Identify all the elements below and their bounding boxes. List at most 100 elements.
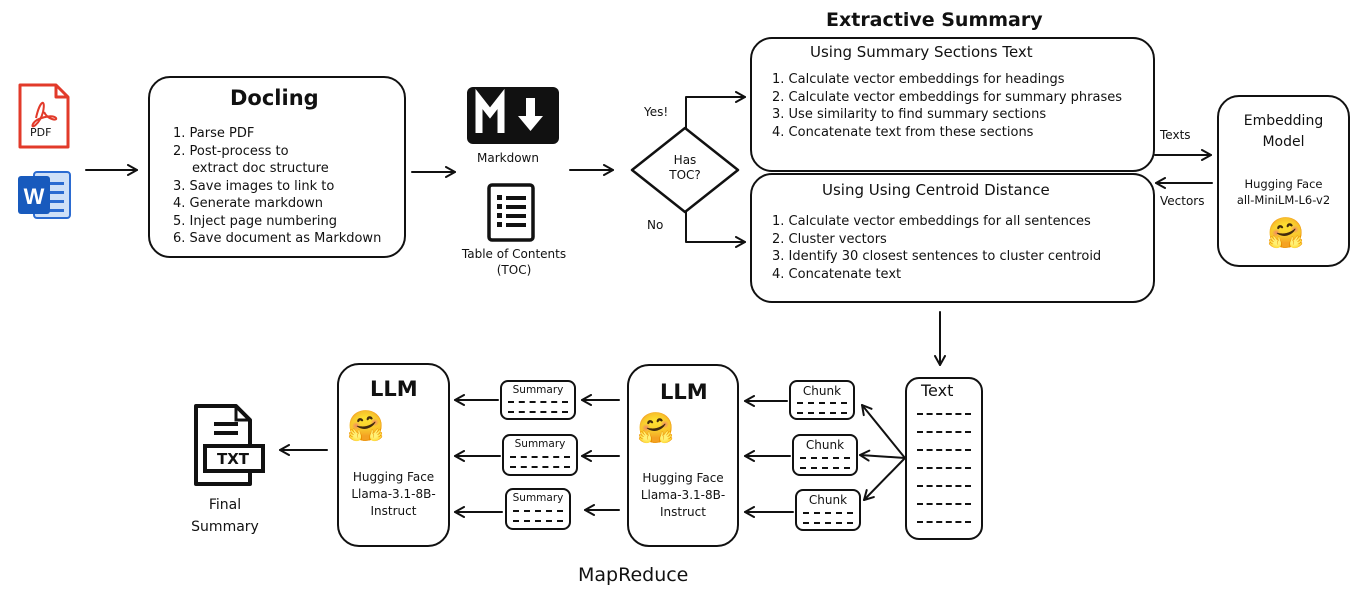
llm-model-info: Hugging Face Llama-3.1-8B- Instruct: [629, 470, 737, 521]
chunk-line: [803, 512, 853, 514]
pdf-label: PDF: [30, 126, 52, 139]
docling-title: Docling: [230, 86, 319, 110]
step: 2. Cluster vectors: [772, 231, 887, 247]
text-line: [917, 431, 971, 433]
summary-label: Summary: [514, 438, 566, 450]
summary-box: Summary: [500, 380, 576, 420]
docling-step: 5. Inject page numbering: [173, 213, 338, 229]
docling-step: 6. Save document as Markdown: [173, 231, 382, 246]
llm-title: LLM: [370, 377, 418, 401]
embedding-title-line: Embedding: [1243, 113, 1324, 129]
extractive-summary-title: Extractive Summary: [826, 9, 1043, 31]
step: 1. Calculate vector embeddings for headi…: [772, 72, 1065, 87]
summary-sections-title: Using Summary Sections Text: [810, 43, 1033, 61]
llm-model-line: Llama-3.1-8B-: [351, 487, 436, 501]
step: 4. Concatenate text: [772, 266, 902, 282]
txt-file-icon: [194, 404, 265, 486]
llm-provider: Hugging Face: [352, 470, 435, 484]
txt-file-label: TXT: [217, 450, 250, 468]
summary-label: Summary: [512, 384, 564, 396]
summary-box: Summary: [502, 434, 578, 476]
chunk-line: [797, 402, 847, 404]
markdown-label: Markdown: [477, 151, 539, 165]
decision-line: TOC?: [669, 168, 701, 182]
vectors-label: Vectors: [1160, 194, 1205, 208]
toc-label-line: (TOC): [496, 263, 532, 277]
arrow-text-to-chunk-1: [861, 404, 906, 459]
markdown-logo-icon: [467, 87, 559, 144]
summary-sections-box: Using Summary Sections Text 1. Calculate…: [750, 37, 1155, 172]
mapreduce-label: MapReduce: [578, 564, 689, 586]
hugging-face-emoji-icon: 🤗: [1267, 216, 1305, 251]
text-box: Text: [905, 377, 983, 540]
llm-model-line: Llama-3.1-8B-: [640, 488, 726, 502]
step: 3. Use similarity to find summary sectio…: [772, 107, 1047, 122]
chunk-label: Chunk: [802, 384, 842, 398]
step: 2. Calculate vector embeddings for summa…: [772, 89, 1123, 105]
final-caption-line: Summary: [191, 519, 259, 535]
toc-label: Table of Contents (TOC): [450, 246, 578, 278]
docling-step: 1. Parse PDF: [173, 126, 255, 141]
hugging-face-emoji-icon: 🤗: [347, 409, 385, 444]
chunk-label: Chunk: [805, 438, 845, 452]
yes-label: Yes!: [644, 105, 669, 119]
text-line: [917, 485, 971, 487]
arrow-text-to-chunk-2: [859, 449, 906, 462]
chunk-box: Chunk: [795, 489, 861, 531]
embedding-model-title: Embedding Model: [1219, 111, 1348, 153]
summary-label: Summary: [512, 492, 564, 504]
summary-line: [513, 510, 563, 512]
arrow-no-branch: [685, 209, 746, 248]
docling-step: extract doc structure: [192, 161, 329, 176]
embedding-model-box: Embedding Model Hugging Face all-MiniLM-…: [1217, 95, 1350, 267]
final-caption-line: Final: [208, 497, 242, 513]
chunk-box: Chunk: [792, 434, 858, 476]
svg-text:W: W: [24, 184, 45, 209]
decision-line: Has: [673, 153, 697, 167]
llm-map-box: LLM 🤗 Hugging Face Llama-3.1-8B- Instruc…: [627, 364, 739, 547]
no-label: No: [647, 218, 664, 232]
docling-steps: 1. Parse PDF 2. Post-process to extract …: [173, 125, 381, 248]
chunk-line: [797, 412, 847, 414]
pdf-file-icon: [18, 83, 70, 149]
centroid-distance-box: Using Using Centroid Distance 1. Calcula…: [750, 173, 1155, 303]
hugging-face-emoji-icon: 🤗: [637, 411, 675, 446]
centroid-distance-steps: 1. Calculate vector embeddings for all s…: [772, 213, 1101, 283]
toc-label-line: Table of Contents: [461, 247, 567, 261]
chunk-line: [800, 457, 850, 459]
decision-text: Has TOC?: [650, 153, 720, 183]
llm-reduce-box: LLM 🤗 Hugging Face Llama-3.1-8B- Instruc…: [337, 363, 450, 547]
chunk-line: [803, 522, 853, 524]
llm-title: LLM: [660, 380, 708, 404]
llm-model-line: Instruct: [660, 505, 706, 519]
chunk-label: Chunk: [808, 493, 848, 507]
embedding-model-name: all-MiniLM-L6-v2: [1236, 193, 1331, 207]
decision-diamond: [630, 126, 740, 214]
llm-model-line: Instruct: [370, 504, 417, 518]
centroid-distance-title: Using Using Centroid Distance: [822, 181, 1050, 199]
llm-provider: Hugging Face: [642, 471, 724, 485]
docling-step: 3. Save images to link to: [173, 178, 335, 194]
docling-step: 4. Generate markdown: [173, 196, 323, 211]
step: 3. Identify 30 closest sentences to clus…: [772, 249, 1102, 264]
table-of-contents-icon: [487, 183, 535, 242]
texts-label: Texts: [1160, 128, 1191, 142]
summary-sections-steps: 1. Calculate vector embeddings for headi…: [772, 71, 1122, 141]
summary-box: Summary: [505, 488, 571, 530]
summary-line: [510, 456, 570, 458]
text-line: [917, 503, 971, 505]
text-box-title: Text: [921, 381, 954, 400]
text-line: [917, 413, 971, 415]
docling-step: 2. Post-process to: [173, 143, 289, 159]
llm-model-info: Hugging Face Llama-3.1-8B- Instruct: [339, 469, 448, 520]
chunk-box: Chunk: [789, 380, 855, 420]
summary-line: [510, 466, 570, 468]
final-summary-caption: Final Summary: [180, 494, 270, 538]
step: 4. Concatenate text from these sections: [772, 124, 1034, 140]
summary-line: [508, 401, 568, 403]
arrow-text-to-chunk-3: [863, 457, 906, 501]
docling-box: Docling 1. Parse PDF 2. Post-process to …: [148, 76, 406, 258]
text-line: [917, 467, 971, 469]
step: 1. Calculate vector embeddings for all s…: [772, 214, 1091, 229]
summary-line: [513, 520, 563, 522]
